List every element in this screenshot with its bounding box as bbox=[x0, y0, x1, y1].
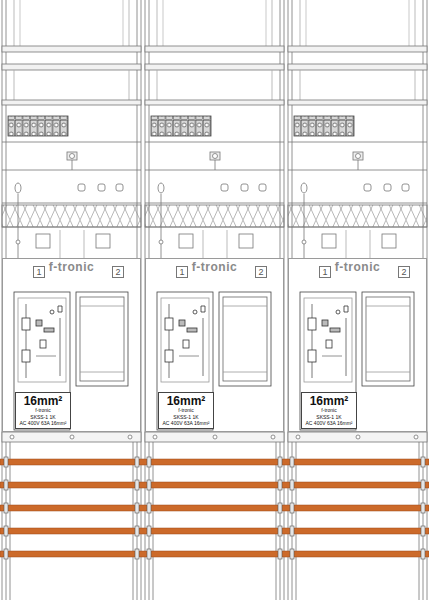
busbar-clip bbox=[135, 526, 139, 536]
busbar bbox=[0, 482, 429, 488]
rating-text: SKSS-1 1K bbox=[17, 414, 69, 420]
position-number-box: 2 bbox=[398, 266, 410, 278]
position-number-box: 1 bbox=[176, 266, 188, 278]
busbar-clip bbox=[421, 480, 425, 490]
busbar-clip bbox=[147, 503, 151, 513]
busbar bbox=[0, 505, 429, 511]
busbar-clip bbox=[4, 503, 8, 513]
meter-panel: 1216mm²f-tronicSKSS-1 1KAC 400V 63A 16mm… bbox=[145, 258, 284, 432]
rating-text: f-tronic bbox=[303, 407, 355, 413]
position-number: 1 bbox=[36, 268, 41, 277]
busbar-clip bbox=[290, 549, 294, 559]
position-number-box: 1 bbox=[319, 266, 331, 278]
terminal-label-box: 16mm²f-tronicSKSS-1 1KAC 400V 63A 16mm² bbox=[158, 392, 214, 429]
busbar-clip bbox=[4, 480, 8, 490]
meter-panel: 1216mm²f-tronicSKSS-1 1KAC 400V 63A 16mm… bbox=[288, 258, 427, 432]
busbar bbox=[0, 528, 429, 534]
busbar-clip bbox=[290, 457, 294, 467]
terminal-label-box: 16mm²f-tronicSKSS-1 1KAC 400V 63A 16mm² bbox=[301, 392, 357, 429]
busbar-clip bbox=[4, 457, 8, 467]
brand-label: f-tronic bbox=[289, 261, 426, 273]
position-number: 2 bbox=[401, 268, 406, 277]
position-number-box: 1 bbox=[33, 266, 45, 278]
rating-text: AC 400V 63A 16mm² bbox=[303, 420, 355, 426]
position-number: 1 bbox=[179, 268, 184, 277]
terminal-label-box: 16mm²f-tronicSKSS-1 1KAC 400V 63A 16mm² bbox=[15, 392, 71, 429]
busbar-clip bbox=[290, 503, 294, 513]
busbar bbox=[0, 551, 429, 557]
rating-text: f-tronic bbox=[160, 407, 212, 413]
busbar-clip bbox=[278, 549, 282, 559]
busbar-clip bbox=[135, 549, 139, 559]
rating-text: f-tronic bbox=[17, 407, 69, 413]
busbar-clip bbox=[135, 503, 139, 513]
busbars bbox=[0, 457, 429, 559]
busbar-clip bbox=[278, 457, 282, 467]
busbar-clip bbox=[135, 457, 139, 467]
busbar-clip bbox=[290, 480, 294, 490]
brand-label: f-tronic bbox=[3, 261, 140, 273]
cross-section-label: 16mm² bbox=[303, 395, 355, 408]
meter-panel: 1216mm²f-tronicSKSS-1 1KAC 400V 63A 16mm… bbox=[2, 258, 141, 432]
position-number-box: 2 bbox=[255, 266, 267, 278]
busbar-clip bbox=[290, 526, 294, 536]
busbar bbox=[0, 459, 429, 465]
rating-text: SKSS-1 1K bbox=[303, 414, 355, 420]
busbar-clip bbox=[147, 526, 151, 536]
busbar-clip bbox=[4, 549, 8, 559]
busbar-clip bbox=[278, 503, 282, 513]
cross-section-label: 16mm² bbox=[160, 395, 212, 408]
busbar-clip bbox=[421, 457, 425, 467]
busbar-clip bbox=[278, 480, 282, 490]
rating-text: AC 400V 63A 16mm² bbox=[160, 420, 212, 426]
rating-text: SKSS-1 1K bbox=[160, 414, 212, 420]
position-number-box: 2 bbox=[112, 266, 124, 278]
rating-text: AC 400V 63A 16mm² bbox=[17, 420, 69, 426]
cross-section-label: 16mm² bbox=[17, 395, 69, 408]
busbar-clip bbox=[421, 549, 425, 559]
busbar-clip bbox=[421, 526, 425, 536]
busbar-clip bbox=[135, 480, 139, 490]
position-number: 1 bbox=[322, 268, 327, 277]
busbar-clip bbox=[147, 457, 151, 467]
position-number: 2 bbox=[258, 268, 263, 277]
busbar-clip bbox=[147, 480, 151, 490]
brand-label: f-tronic bbox=[146, 261, 283, 273]
position-number: 2 bbox=[115, 268, 120, 277]
busbar-clip bbox=[278, 526, 282, 536]
busbar-clip bbox=[147, 549, 151, 559]
busbar-clip bbox=[4, 526, 8, 536]
busbar-clip bbox=[421, 503, 425, 513]
